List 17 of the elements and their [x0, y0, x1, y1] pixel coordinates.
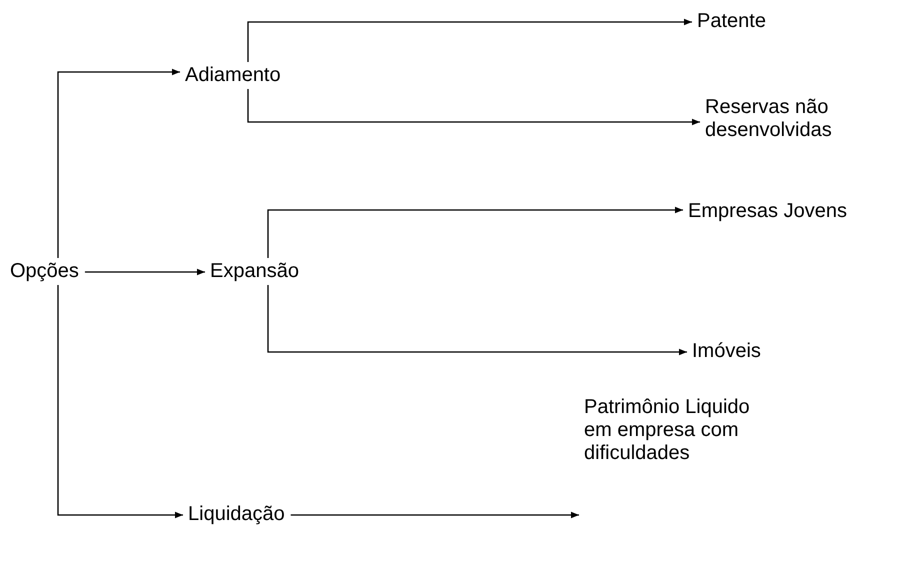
node-label: Reservas não desenvolvidas	[705, 96, 833, 142]
arrow	[247, 89, 700, 126]
arrow	[84, 268, 205, 276]
arrow	[57, 68, 180, 258]
node-label: Liquidação	[188, 503, 285, 526]
node-label: Empresas Jovens	[688, 200, 847, 223]
arrow	[57, 285, 183, 518]
node-label: Patente	[697, 10, 766, 33]
node-label: Opções	[10, 260, 79, 283]
node-label: Expansão	[210, 260, 299, 283]
node-label: Patrimônio Liquido em empresa com dificuldades	[584, 396, 751, 465]
node-label: Imóveis	[692, 340, 761, 363]
node-label: Adiamento	[185, 64, 281, 87]
arrow	[247, 18, 692, 62]
arrow	[290, 512, 579, 518]
arrow	[267, 285, 687, 356]
arrow	[267, 206, 683, 258]
